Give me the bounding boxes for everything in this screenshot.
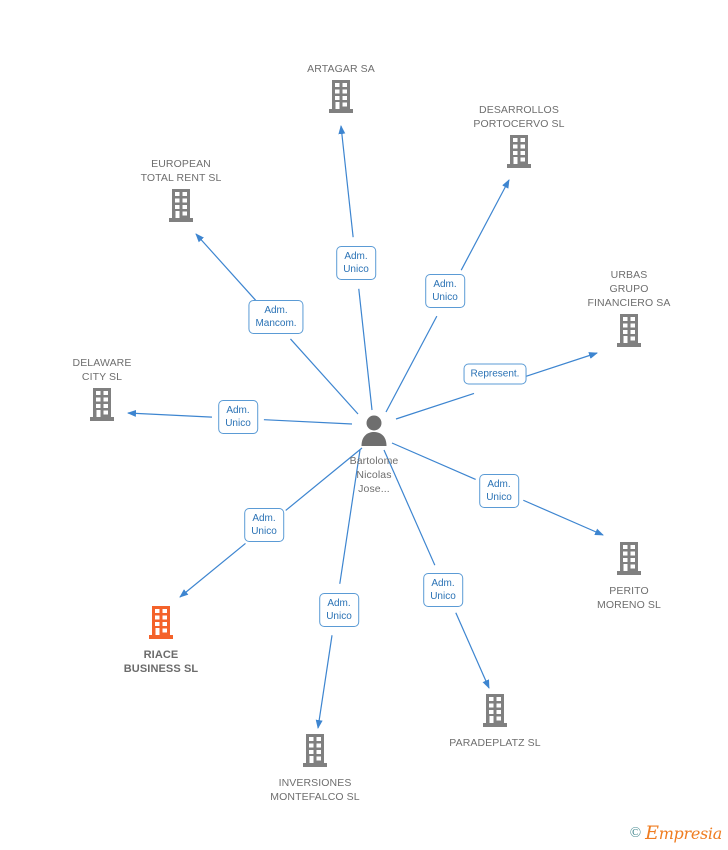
edge-line [195,233,257,301]
node-artagar[interactable]: ARTAGAR SA [266,62,416,119]
edge-line [179,542,246,598]
node-label-urbas-grupo-financiero: URBAS GRUPO FINANCIERO SA [587,269,671,309]
edge-line [523,499,604,536]
watermark-empresia: © Empresia [629,822,723,844]
node-perito-moreno[interactable]: PERITO MORENO SL [554,540,704,612]
node-label-european-total-rent: EUROPEAN TOTAL RENT SL [140,158,222,184]
node-label-desarrollos-portocervo: DESARROLLOS PORTOCERVO SL [473,104,565,130]
node-label-artagar: ARTAGAR SA [307,63,375,75]
copyright-icon: © [629,824,642,841]
brand-wordmark: Empresia [645,822,722,844]
node-label-delaware-city: DELAWARE CITY SL [72,357,132,383]
edge-label-european[interactable]: Adm. Mancom. [248,300,304,334]
node-label-center-person: Bartolome Nicolas Jose... [349,455,399,495]
brand-rest: mpresia [658,824,723,843]
node-center-person[interactable]: Bartolome Nicolas Jose... [299,414,449,496]
edge-line [315,635,333,729]
edge-line [460,179,510,271]
node-riace-business[interactable]: RIACE BUSINESS SL [86,604,236,676]
edge-label-artagar[interactable]: Adm. Unico [336,246,376,280]
building-icon [554,540,704,581]
edge-label-inversiones[interactable]: Adm. Unico [319,593,359,627]
edge-label-urbas[interactable]: Represent. [463,363,527,385]
edge-line [338,125,354,238]
building-icon [86,604,236,645]
building-icon [420,692,570,733]
node-label-riace-business: RIACE BUSINESS SL [123,649,199,675]
node-paradeplatz[interactable]: PARADEPLATZ SL [420,692,570,750]
edge-label-paradeplatz[interactable]: Adm. Unico [423,573,463,607]
node-label-perito-moreno: PERITO MORENO SL [597,585,661,611]
node-delaware-city[interactable]: DELAWARE CITY SL [27,356,177,427]
building-icon [106,187,256,228]
edge-line [358,288,373,411]
building-icon [554,312,704,353]
edge-line [455,612,490,689]
edge-label-perito[interactable]: Adm. Unico [479,474,519,508]
building-icon [444,133,594,174]
building-icon [27,386,177,427]
node-inversiones-montefalco[interactable]: INVERSIONES MONTEFALCO SL [240,732,390,804]
edge-line [290,338,359,415]
building-icon [240,732,390,773]
edge-label-riace[interactable]: Adm. Unico [244,508,284,542]
edge-label-delaware[interactable]: Adm. Unico [218,400,258,434]
edge-line [385,315,438,413]
edge-line [523,352,598,378]
edge-label-desarrollos[interactable]: Adm. Unico [425,274,465,308]
building-icon [266,78,416,119]
person-icon [299,414,449,451]
node-label-inversiones-montefalco: INVERSIONES MONTEFALCO SL [270,777,360,803]
node-label-paradeplatz: PARADEPLATZ SL [449,737,541,749]
node-european-total-rent[interactable]: EUROPEAN TOTAL RENT SL [106,157,256,228]
node-urbas-grupo-financiero[interactable]: URBAS GRUPO FINANCIERO SA [554,268,704,353]
node-desarrollos-portocervo[interactable]: DESARROLLOS PORTOCERVO SL [444,103,594,174]
brand-initial: E [645,822,659,844]
